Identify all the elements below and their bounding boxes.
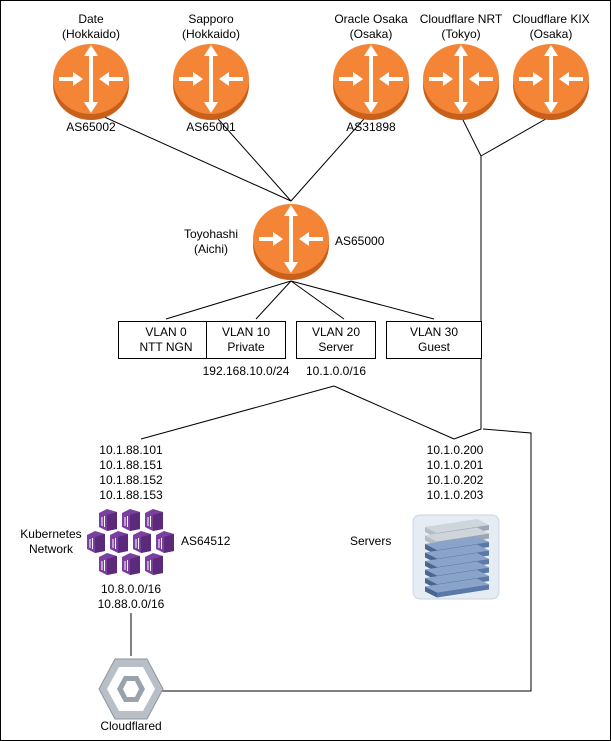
router-cloudflare-nrt-icon xyxy=(421,41,501,121)
servers-label: Servers xyxy=(350,534,392,548)
router-sapporo-icon xyxy=(171,41,251,121)
link-sapporo-core xyxy=(210,110,292,202)
router-date-asn: AS65002 xyxy=(66,120,116,134)
k8s-node-ip: 10.1.88.152 xyxy=(99,473,163,487)
k8s-cube xyxy=(87,531,105,553)
k8s-cube xyxy=(99,509,117,531)
link-oracle-core xyxy=(290,110,372,202)
k8s-cube xyxy=(122,553,140,575)
k8s-cidr-list: 10.8.0.0/16 10.88.0.0/16 xyxy=(81,582,181,612)
link-cloudflare-tunnel xyxy=(453,115,482,440)
server-ip: 10.1.0.201 xyxy=(426,458,484,472)
k8s-asn: AS64512 xyxy=(181,534,231,548)
server-ip: 10.1.0.202 xyxy=(426,473,484,487)
router-date-icon xyxy=(51,41,131,121)
cloudflared-hexagon-icon xyxy=(97,657,165,726)
vlan-10-subnet: 192.168.10.0/24 xyxy=(202,364,290,378)
link-vlan20-servers xyxy=(333,385,455,440)
core-router-icon xyxy=(251,201,331,281)
k8s-cube xyxy=(99,553,117,575)
server-ip: 10.1.0.200 xyxy=(426,443,484,457)
link-core-vlan10 xyxy=(255,280,292,320)
link-core-vlan20 xyxy=(290,280,345,320)
k8s-cidr: 10.8.0.0/16 xyxy=(100,582,162,596)
router-oracle-osaka-icon xyxy=(331,41,411,121)
server-ip-list: 10.1.0.200 10.1.0.201 10.1.0.202 10.1.0.… xyxy=(405,443,505,503)
router-cloudflare-kix-label: Cloudflare KIX(Osaka) xyxy=(512,12,590,41)
kubernetes-cluster-icon xyxy=(83,507,175,582)
k8s-cube xyxy=(156,531,174,553)
server-rack-icon xyxy=(411,511,501,608)
router-oracle-osaka-asn: AS31898 xyxy=(346,120,396,134)
k8s-cube xyxy=(145,509,163,531)
router-date-label: Date(Hokkaido) xyxy=(61,12,121,41)
k8s-node-ip: 10.1.88.153 xyxy=(99,488,163,502)
router-cloudflare-kix-icon xyxy=(511,41,591,121)
router-cloudflare-nrt-label: Cloudflare NRT(Tokyo) xyxy=(419,12,503,41)
k8s-cube xyxy=(145,553,163,575)
server-unit xyxy=(425,578,489,598)
link-date-core xyxy=(90,110,292,202)
k8s-node-ip-list: 10.1.88.101 10.1.88.151 10.1.88.152 10.1… xyxy=(81,443,181,503)
server-ip: 10.1.0.203 xyxy=(426,488,484,502)
k8s-node-ip: 10.1.88.151 xyxy=(99,458,163,472)
k8s-cube xyxy=(110,531,128,553)
router-sapporo-label: Sapporo(Hokkaido) xyxy=(181,12,241,41)
router-sapporo-asn: AS65001 xyxy=(186,120,236,134)
link-cloudflared-return xyxy=(161,428,532,692)
cloudflared-label: Cloudflared xyxy=(100,719,162,733)
k8s-cube xyxy=(122,509,140,531)
k8s-cube xyxy=(133,531,151,553)
router-oracle-osaka-label: Oracle Osaka(Osaka) xyxy=(334,12,408,41)
link-vlan20-k8s xyxy=(140,385,335,440)
k8s-node-ip: 10.1.88.101 xyxy=(99,443,163,457)
k8s-cidr: 10.88.0.0/16 xyxy=(97,597,165,611)
link-core-vlan0 xyxy=(165,280,292,320)
core-router-label: Toyohashi(Aichi) xyxy=(183,227,239,256)
vlan-20-subnet: 10.1.0.0/16 xyxy=(305,364,367,378)
link-core-vlan30 xyxy=(290,280,435,320)
link-cloudflare-kix xyxy=(480,115,552,157)
core-router-asn: AS65000 xyxy=(335,234,385,248)
